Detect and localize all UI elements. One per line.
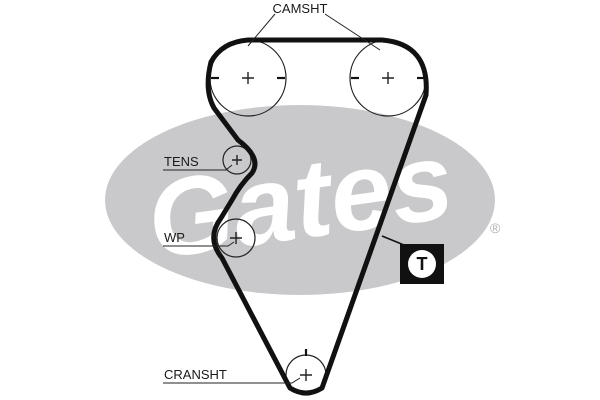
timing-marks [211, 76, 425, 356]
badge-letter: T [417, 254, 428, 274]
pulley-center-marks [230, 72, 394, 381]
camshaft-label: CAMSHT [273, 1, 328, 16]
water-pump-label: WP [164, 230, 185, 245]
tensioner-pulley [222, 145, 252, 175]
tension-side-badge: T [381, 235, 444, 284]
registered-mark: ® [490, 220, 501, 236]
water-pump-pulley [216, 218, 256, 258]
crankshaft-label: CRANSHT [164, 367, 227, 382]
leader-lines [163, 13, 381, 384]
timing-belt [205, 37, 429, 396]
tensioner-label: TENS [164, 154, 199, 169]
